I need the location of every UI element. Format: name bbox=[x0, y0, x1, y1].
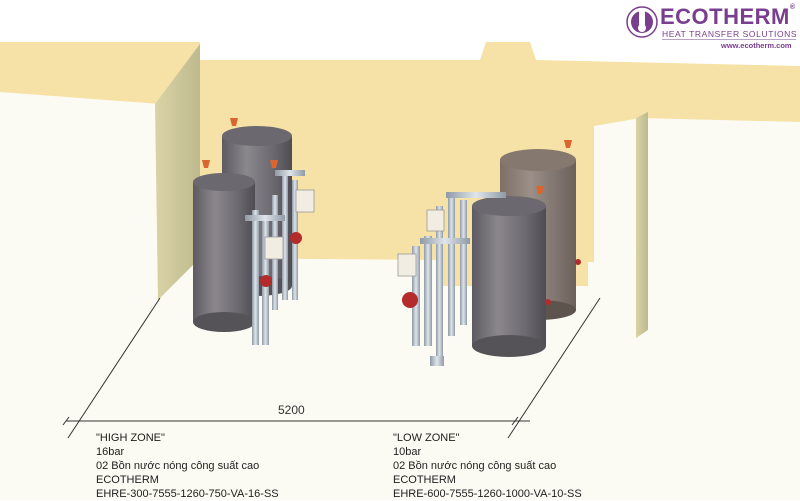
valve bbox=[575, 259, 581, 265]
right-partition-wall bbox=[636, 112, 648, 338]
control-panel bbox=[264, 236, 284, 260]
valve bbox=[545, 299, 551, 305]
zone-model: EHRE-300-7555-1260-750-VA-16-SS bbox=[96, 488, 279, 500]
zone-title: "HIGH ZONE" bbox=[96, 432, 165, 444]
ecotherm-logo-icon bbox=[626, 6, 658, 38]
zone-model: EHRE-600-7555-1260-1000-VA-10-SS bbox=[393, 488, 582, 500]
tank bbox=[472, 196, 546, 357]
zone-brand: ECOTHERM bbox=[393, 474, 456, 486]
pump bbox=[402, 292, 418, 308]
brand-tagline: HEAT TRANSFER SOLUTIONS bbox=[662, 29, 798, 39]
brand-logo: ECOTHERM® HEAT TRANSFER SOLUTIONS www.ec… bbox=[626, 4, 798, 50]
zone-pressure: 16bar bbox=[96, 446, 125, 458]
control-panel bbox=[426, 209, 445, 232]
zone-caption-high: "HIGH ZONE" 16bar 02 Bồn nước nóng công … bbox=[96, 431, 279, 501]
zone-brand: ECOTHERM bbox=[96, 474, 159, 486]
tank bbox=[193, 173, 255, 332]
safety-valve bbox=[270, 160, 278, 168]
zone-pressure: 10bar bbox=[393, 446, 422, 458]
dimension-label: 5200 bbox=[278, 403, 305, 417]
dimension-lines bbox=[62, 297, 601, 439]
control-panel bbox=[397, 253, 417, 277]
pump bbox=[260, 275, 272, 287]
zone-caption-low: "LOW ZONE" 10bar 02 Bồn nước nóng công s… bbox=[393, 431, 582, 501]
logo-divider bbox=[662, 39, 796, 40]
safety-valve bbox=[202, 160, 210, 168]
brand-url: www.ecotherm.com bbox=[721, 41, 792, 50]
pump bbox=[290, 232, 302, 244]
brand-name: ECOTHERM® bbox=[660, 4, 796, 29]
control-panel bbox=[295, 189, 315, 213]
safety-valve bbox=[230, 118, 238, 126]
zone-title: "LOW ZONE" bbox=[393, 432, 460, 444]
zone-description: 02 Bồn nước nóng công suất cao bbox=[393, 460, 557, 472]
zone-description: 02 Bồn nước nóng công suất cao bbox=[96, 460, 260, 472]
safety-valve bbox=[564, 140, 572, 148]
safety-valve bbox=[536, 186, 544, 194]
high-zone-tanks bbox=[193, 118, 315, 345]
low-zone-tanks bbox=[397, 140, 581, 366]
left-partition-wall bbox=[155, 44, 200, 300]
